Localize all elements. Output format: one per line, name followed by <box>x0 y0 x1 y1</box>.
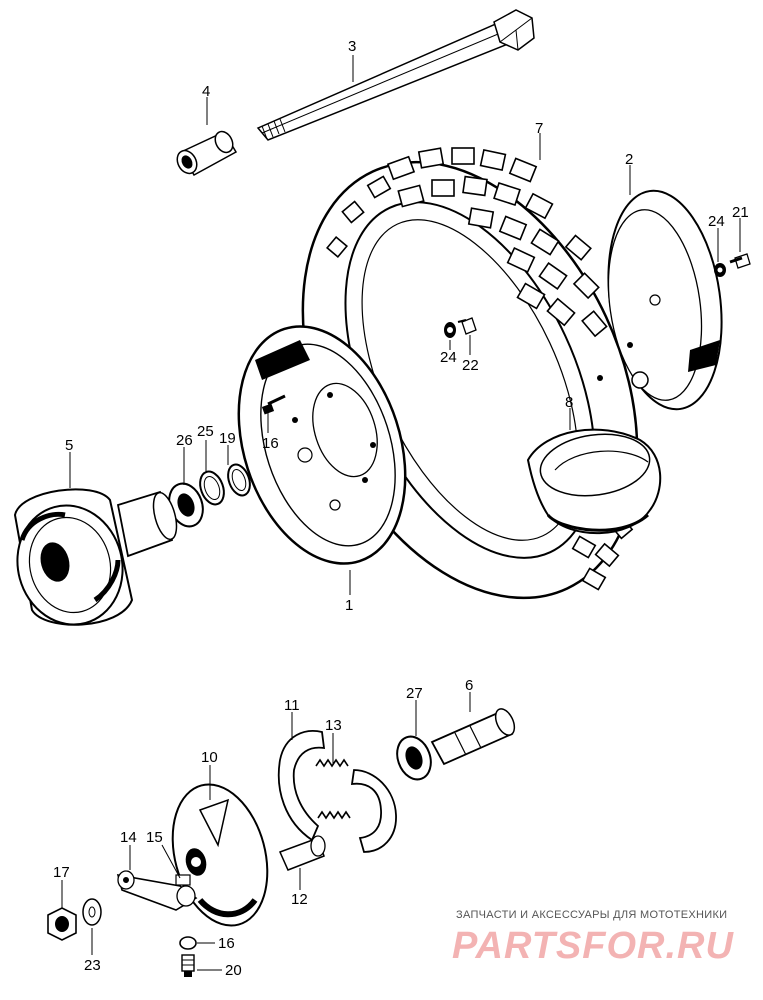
part-4-spacer <box>176 130 238 177</box>
callout-24-upper: 24 <box>708 213 725 230</box>
watermark-logo: PARTSFOR.RU <box>452 925 734 967</box>
parts-17-23-18-20-hardware <box>47 898 197 977</box>
parts-27-6-sleeve <box>396 708 516 781</box>
part-3-axle-bolt <box>256 9 535 141</box>
callout-5: 5 <box>65 437 73 454</box>
callout-19: 19 <box>219 430 236 447</box>
callout-22: 22 <box>462 357 479 374</box>
part-5-hub-drum <box>13 488 178 626</box>
callout-12: 12 <box>291 891 308 908</box>
callout-11: 11 <box>284 697 300 714</box>
parts-11-13-brake-shoes <box>277 730 397 853</box>
part-8-inner-tube <box>526 428 662 535</box>
callout-16-lower: 16 <box>218 935 235 952</box>
callout-6: 6 <box>465 677 473 694</box>
callout-23: 23 <box>84 957 101 974</box>
callout-3: 3 <box>348 38 356 55</box>
part-12-brake-cam <box>278 835 326 871</box>
callout-24-lower: 24 <box>440 349 457 366</box>
parts-21-24-22-fasteners <box>261 253 751 415</box>
part-1-rim-half <box>237 325 407 565</box>
callout-2: 2 <box>625 151 633 168</box>
parts-14-15-brake-arm <box>116 870 198 911</box>
callout-8: 8 <box>565 394 573 411</box>
callout-20: 20 <box>225 962 242 979</box>
callout-4: 4 <box>202 83 210 100</box>
part-10-brake-panel <box>171 783 269 927</box>
callout-14: 14 <box>120 829 137 846</box>
part-2-rim-half <box>597 189 723 411</box>
callout-1: 1 <box>345 597 353 614</box>
callout-25: 25 <box>197 423 214 440</box>
parts-19-25-26-bearing-set <box>168 463 251 528</box>
watermark-caption: ЗАПЧАСТИ И АКСЕССУАРЫ ДЛЯ МОТОТЕХНИКИ <box>456 909 727 921</box>
callout-17: 17 <box>53 864 70 881</box>
callout-7: 7 <box>535 120 543 137</box>
watermark: ЗАПЧАСТИ И АКСЕССУАРЫ ДЛЯ МОТОТЕХНИКИ PA… <box>452 909 734 967</box>
callout-16-upper: 16 <box>262 435 279 452</box>
callout-13: 13 <box>325 717 342 734</box>
callout-10: 10 <box>201 749 218 766</box>
callout-21: 21 <box>732 204 749 221</box>
callout-15: 15 <box>146 829 163 846</box>
callout-26: 26 <box>176 432 193 449</box>
leader-lines <box>61 55 741 971</box>
callout-27: 27 <box>406 685 423 702</box>
callout-labels: 3 4 7 2 24 21 24 22 8 5 26 25 19 16 1 11… <box>53 38 749 979</box>
